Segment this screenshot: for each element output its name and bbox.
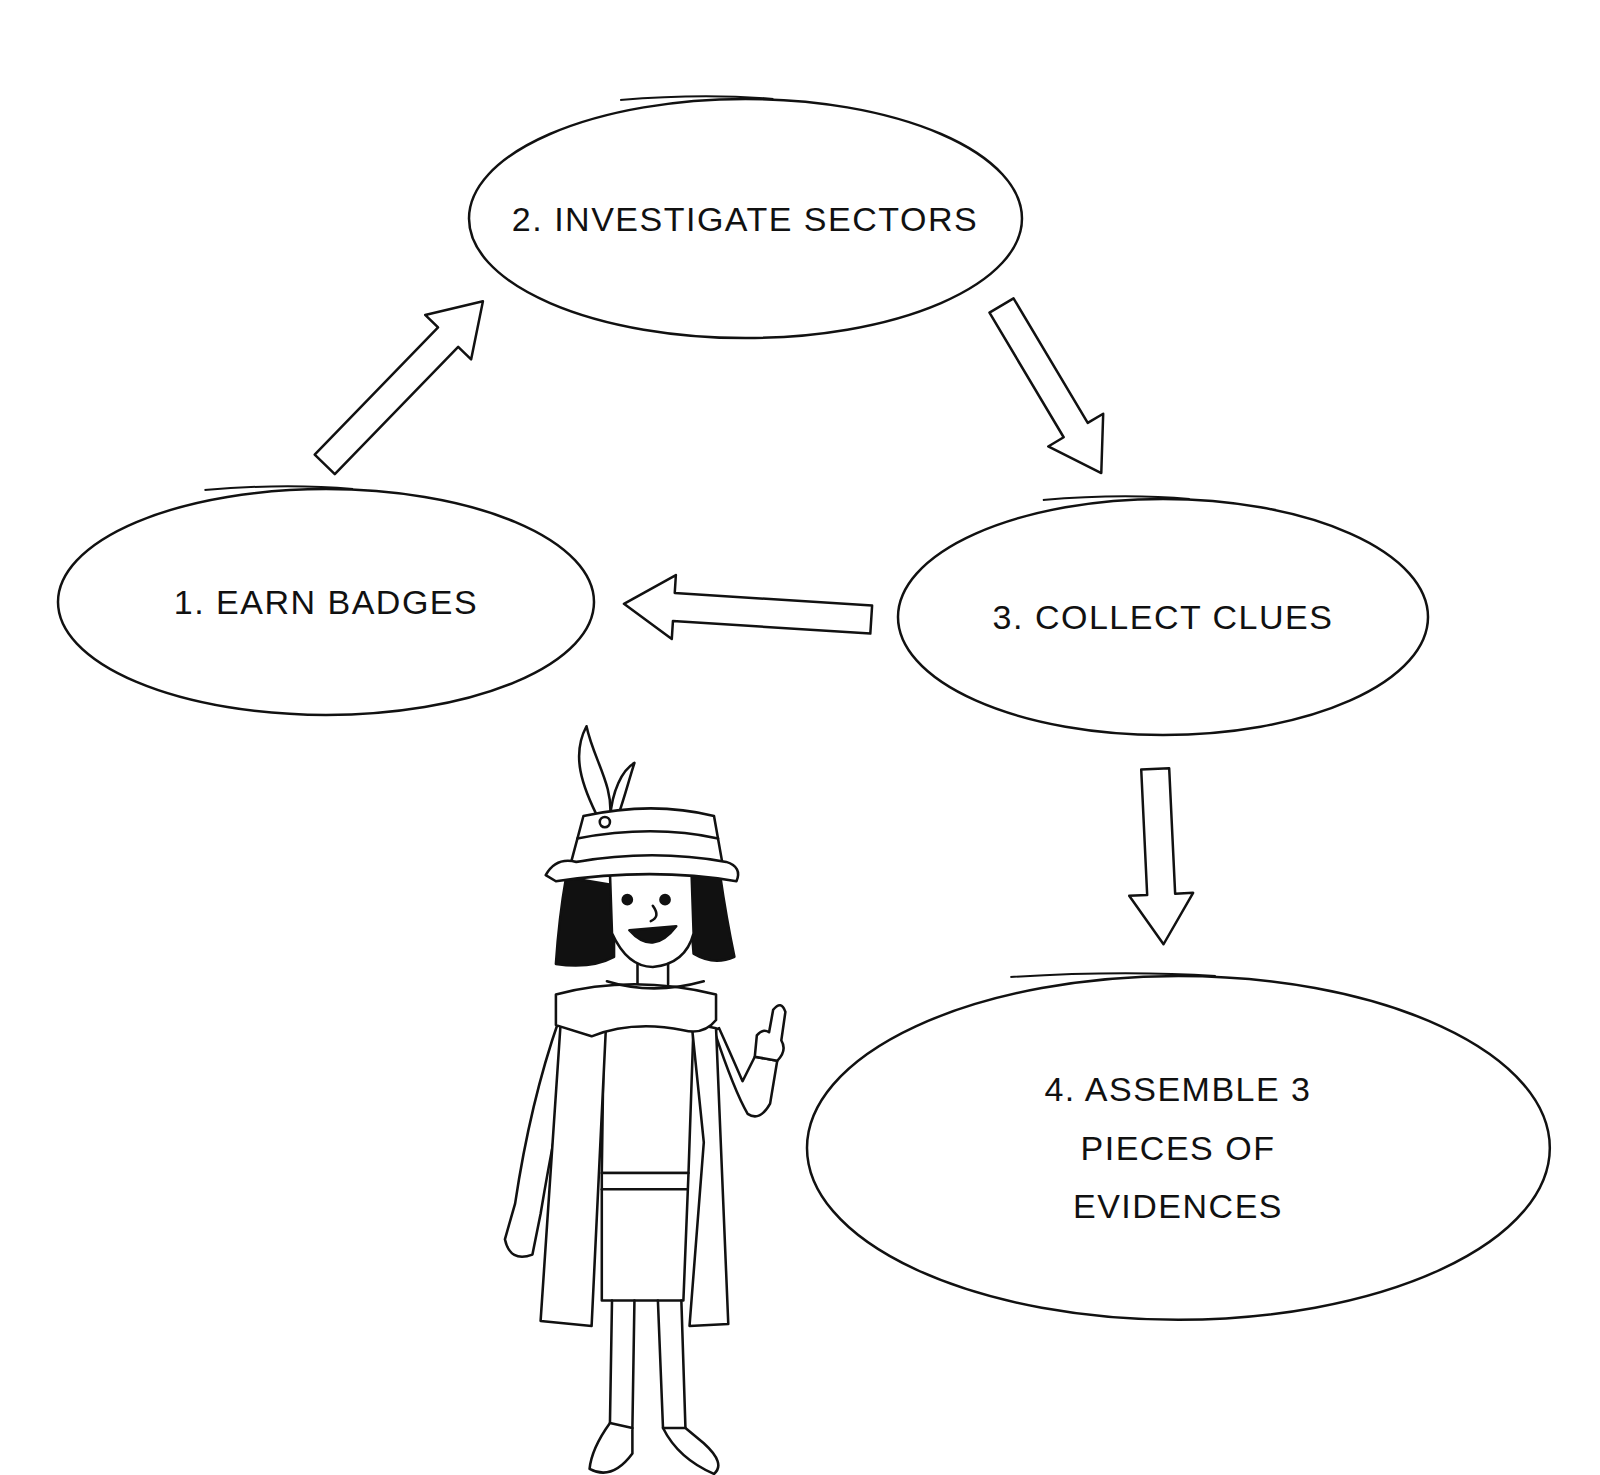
- block-arrow: [989, 298, 1103, 473]
- hat-crown: [571, 808, 722, 862]
- node-text-area: 2. INVESTIGATE SECTORS: [467, 97, 1024, 340]
- node-label: 2. INVESTIGATE SECTORS: [512, 190, 978, 248]
- node-label: 3. COLLECT CLUES: [993, 588, 1334, 646]
- sketch-stroke: [1043, 496, 1190, 500]
- coat: [541, 1018, 606, 1326]
- shoe: [590, 1423, 633, 1473]
- hat-brim: [546, 855, 738, 881]
- hand: [755, 1005, 786, 1061]
- block-arrow: [315, 301, 483, 474]
- eye: [623, 895, 632, 904]
- mouth: [629, 926, 676, 942]
- face: [610, 873, 694, 967]
- text-column: 1. EARN BADGES: [174, 573, 478, 631]
- shoe: [663, 1428, 718, 1474]
- block-arrow: [1129, 768, 1193, 944]
- neck: [638, 964, 669, 984]
- sketch-stroke: [205, 486, 354, 490]
- node-label: 1. EARN BADGES: [174, 573, 478, 631]
- feather: [579, 726, 610, 821]
- ellipse-node: 4. ASSEMBLE 3 PIECES OF EVIDENCES: [805, 974, 1552, 1322]
- scarf-collar: [607, 981, 704, 988]
- sketch-stroke: [620, 97, 773, 101]
- ellipse-shape: [469, 99, 1022, 338]
- coat: [690, 1023, 729, 1326]
- ellipse-shape: [807, 976, 1550, 1320]
- block-arrow: [624, 575, 872, 639]
- sketch-stroke: [1010, 973, 1215, 977]
- hair: [687, 875, 734, 961]
- hair: [556, 877, 614, 965]
- text-column: 2. INVESTIGATE SECTORS: [512, 190, 978, 248]
- node-label: 4. ASSEMBLE 3 PIECES OF EVIDENCES: [1013, 1060, 1343, 1235]
- belt: [602, 1188, 688, 1191]
- feather-pin: [600, 817, 610, 827]
- hat-band: [577, 831, 718, 838]
- node-text-area: 3. COLLECT CLUES: [896, 497, 1430, 737]
- nose: [651, 906, 657, 921]
- pants: [602, 1173, 689, 1301]
- shirt: [602, 1023, 694, 1173]
- scarf: [556, 984, 716, 1036]
- node-text-area: 4. ASSEMBLE 3 PIECES OF EVIDENCES: [805, 974, 1552, 1322]
- ellipse-node: 1. EARN BADGES: [56, 487, 596, 717]
- ellipse-node: 3. COLLECT CLUES: [896, 497, 1430, 737]
- ellipse-shape: [898, 499, 1428, 735]
- legs: [610, 1301, 685, 1429]
- node-text-area: 1. EARN BADGES: [56, 487, 596, 717]
- ellipse-shape: [58, 489, 594, 715]
- ellipse-node: 2. INVESTIGATE SECTORS: [467, 97, 1024, 340]
- text-column: 4. ASSEMBLE 3 PIECES OF EVIDENCES: [1013, 1060, 1343, 1235]
- eye: [660, 895, 669, 904]
- text-column: 3. COLLECT CLUES: [993, 588, 1334, 646]
